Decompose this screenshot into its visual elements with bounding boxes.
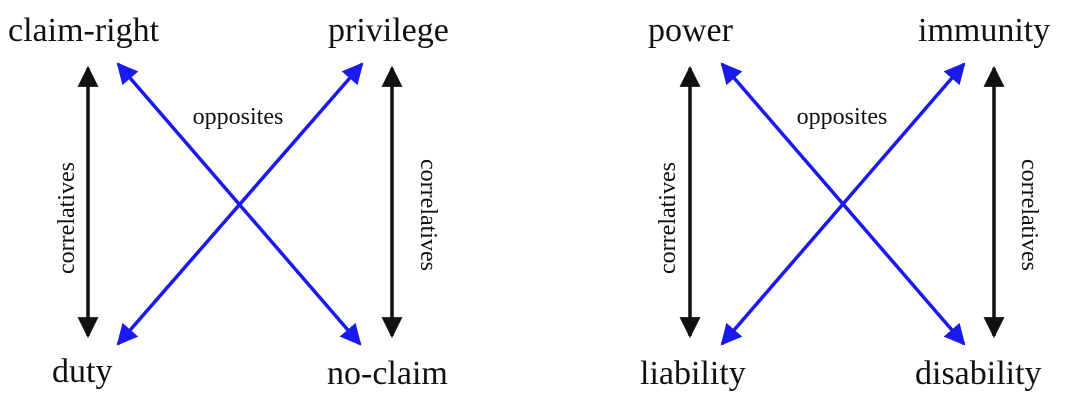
diagram-powers: power immunity liability disability oppo… [640, 12, 1050, 392]
opposites-label: opposites [193, 104, 284, 130]
right-correlatives-label: correlatives [415, 159, 441, 271]
left-correlatives-label: correlatives [54, 162, 80, 274]
term-bottom-left: duty [52, 353, 112, 390]
term-bottom-right: disability [915, 355, 1042, 391]
right-correlatives-label: correlatives [1016, 159, 1042, 271]
opposite-arrow-up [116, 62, 364, 346]
opposites-label: opposites [797, 104, 888, 130]
term-bottom-right: no-claim [327, 355, 448, 391]
term-bottom-left: liability [640, 355, 746, 391]
term-top-right: privilege [328, 12, 449, 49]
term-top-right: immunity [918, 12, 1050, 49]
diagram-rights: claim-right privilege duty no-claim oppo… [8, 12, 449, 392]
opposite-arrow-up [720, 62, 966, 346]
left-correlatives-label: correlatives [655, 162, 681, 274]
term-top-left: power [648, 12, 734, 49]
term-top-left: claim-right [8, 12, 160, 49]
